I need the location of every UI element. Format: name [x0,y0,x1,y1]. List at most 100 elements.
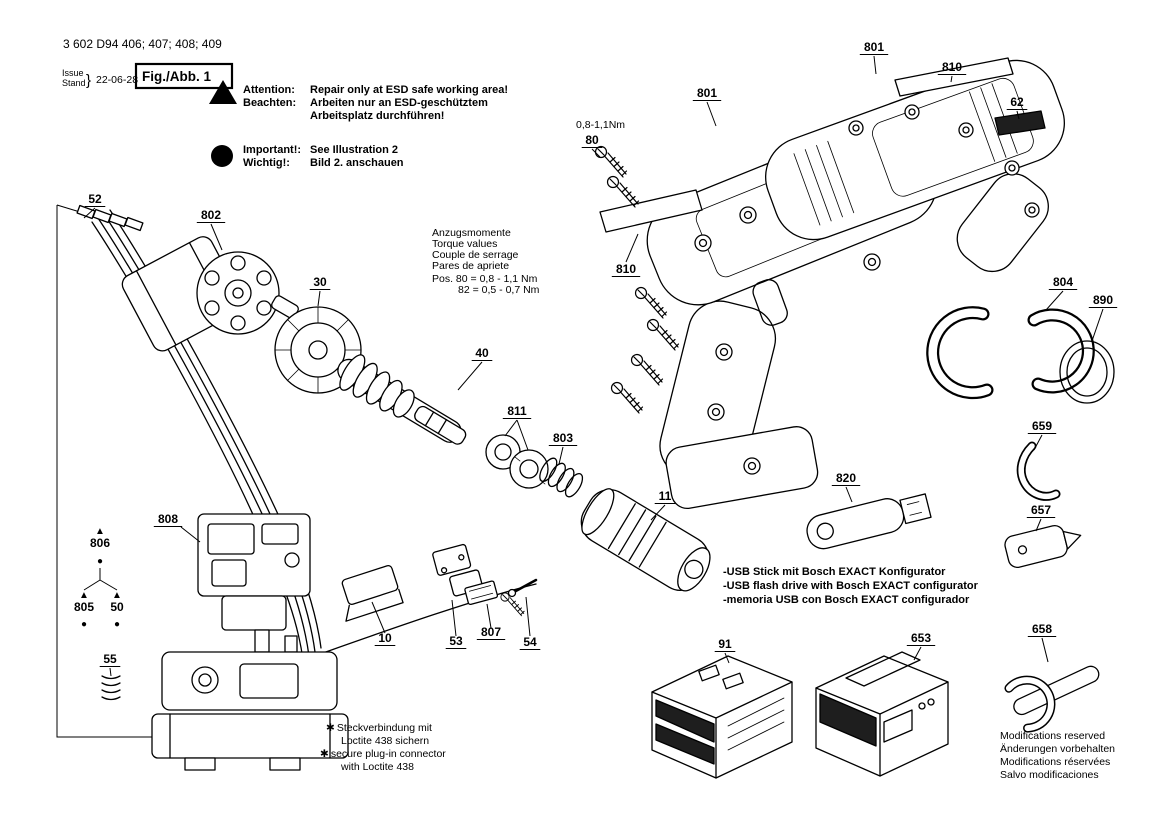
screw-torque-note: 0,8-1,1Nm [576,119,625,131]
part-callout-10: 10 [378,631,392,645]
retaining-ring-890 [1059,340,1115,404]
issue-brace: } [86,72,91,89]
warning-triangle-icon [209,80,237,104]
usb-note-line-1: -USB Stick mit Bosch EXACT Konfigurator [723,566,946,578]
part-callout-55: 55 [103,652,117,666]
loctite-note-line-1: ✱Steckverbindung mit [326,722,432,734]
washers-811 [485,434,549,489]
part-callout-808: 808 [158,512,178,526]
loctite-note-line-3: ✱secure plug-in connector [320,748,446,760]
issue-date: 22-06-28 [96,74,138,86]
loctite-symbol-icon: ✱ [320,748,329,760]
wrench-658 [1004,665,1100,733]
part-callout-91: 91 [718,637,732,651]
part-callout-805: 805 [74,600,94,614]
part-callout-40: 40 [475,346,489,360]
torque-note-line-4: Pares de apriete [432,260,509,272]
torque-note-line-3: Couple de serrage [432,249,519,261]
important-label-en: Important!: [243,144,301,156]
loctite-note-line-2: Loctite 438 sichern [341,735,429,747]
connector-dot-805: ● [81,619,87,630]
torque-note-line-2: Torque values [432,238,497,250]
pin-54 [507,578,538,598]
bracket-10 [341,564,404,622]
important-notice: Important!: See Illustration 2 Wichtig!:… [211,144,404,169]
usb-note: -USB Stick mit Bosch EXACT Konfigurator … [723,566,979,606]
part-callout-658: 658 [1032,622,1052,636]
connector-markers: ▲ ● ▲ ● ▲ ● [79,526,122,630]
connector-triangle-806: ▲ [95,526,105,537]
usb-note-line-2: -USB flash drive with Bosch EXACT config… [723,580,979,592]
footer-line-3: Modifications réservées [1000,756,1110,768]
issue-label: Issue [62,68,84,78]
loctite-note-line-4: with Loctite 438 [340,761,414,773]
important-text-de: Bild 2. anschauen [310,157,404,169]
attention-label-de: Beachten: [243,97,296,109]
switch-module-808 [197,513,311,653]
torque-note-line-1: Anzugsmomente [432,227,511,239]
part-callout-820: 820 [836,471,856,485]
part-callout-653: 653 [911,631,931,645]
stand-label: Stand [62,78,86,88]
label-62 [994,110,1046,136]
important-dot-icon [211,145,233,167]
torque-note-line-5: Pos. 80 = 0,8 - 1,1 Nm [432,273,538,285]
attention-text-de-2: Arbeitsplatz durchführen! [310,110,444,122]
motor-802 [121,236,299,352]
part-callout-62: 62 [1010,95,1024,109]
figure-box [134,62,234,90]
part-callout-803: 803 [553,431,573,445]
scraper-657 [1004,524,1082,569]
part-callout-807: 807 [481,625,501,639]
part-callout-804: 804 [1053,275,1073,289]
attention-notice: Attention: Repair only at ESD safe worki… [209,80,508,122]
attention-text-de-1: Arbeiten nur an ESD-geschütztem [310,97,488,109]
part-callout-659: 659 [1032,419,1052,433]
spring-803 [539,457,584,498]
part-807 [464,580,525,617]
part-callout-801: 801 [697,86,717,100]
figure-label: Fig./Abb. 1 [142,69,211,84]
part-callout-811: 811 [507,404,527,418]
usb-note-line-3: -memoria USB con Bosch EXACT configurado… [723,594,970,606]
part-callout-801: 801 [864,40,884,54]
part-callout-810: 810 [616,262,636,276]
part-callout-54: 54 [523,635,537,649]
torque-note-line-6: 82 = 0,5 - 0,7 Nm [458,284,540,296]
belt-clip-659 [1016,441,1061,501]
loctite-note: ✱Steckverbindung mit Loctite 438 sichern… [320,722,446,773]
part-callout-657: 657 [1031,503,1051,517]
charger-653 [815,651,949,777]
housing-half-rear-801 [765,59,1065,273]
part-callout-890: 890 [1093,293,1113,307]
part-callout-11: 11 [659,489,672,503]
leader-lines [83,55,1104,677]
chuck-11 [580,488,711,592]
part-callouts: 52 802 30 40 811 803 11 801 801 810 62 808 10 804 890 6… [74,40,1118,668]
footer-line-4: Salvo modificaciones [1000,769,1099,781]
spring-55 [101,675,121,701]
part-callout-802: 802 [201,208,221,222]
attention-label-en: Attention: [243,84,295,96]
baseplate-assembly [151,651,349,771]
part-callout-52: 52 [88,192,102,206]
loctite-symbol-icon: ✱ [326,722,335,734]
important-label-de: Wichtig!: [243,157,290,169]
connector-dot-50: ● [114,619,120,630]
footer-note: Modifications reserved Änderungen vorbeh… [1000,730,1115,781]
part-callout-50: 50 [110,600,124,614]
part-callout-810: 810 [942,60,962,74]
type-numbers: 3 602 D94 406; 407; 408; 409 [63,37,222,51]
label-strip-810-right [894,57,1014,97]
title-block: 3 602 D94 406; 407; 408; 409 Issue Stand… [62,37,234,90]
clamp-shells-804 [926,306,1095,400]
connector-triangle-50: ▲ [112,590,122,601]
important-text-en: See Illustration 2 [310,144,398,156]
part-callout-806: 806 [90,536,110,550]
part-callout-30: 30 [313,275,327,289]
footer-line-2: Änderungen vorbehalten [1000,743,1115,755]
spindle-assembly-40 [337,354,467,445]
attention-text-en: Repair only at ESD safe working area! [310,84,508,96]
label-strip-810-left [599,189,703,233]
